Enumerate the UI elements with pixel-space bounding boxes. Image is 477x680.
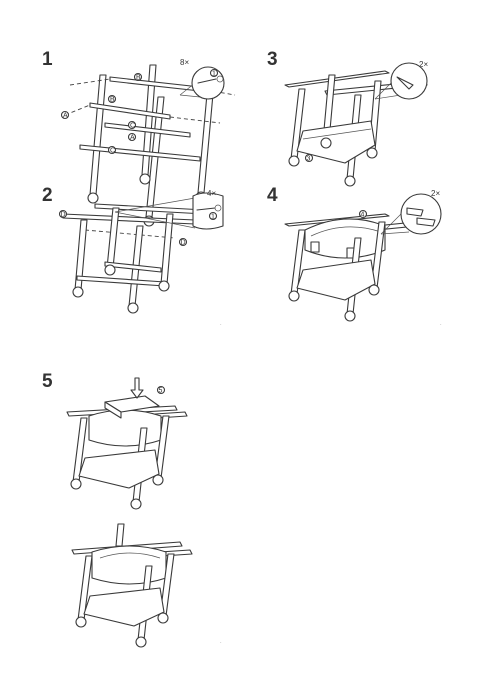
step-2-quantity: 4× (207, 189, 216, 198)
wheel-icon (72, 286, 84, 298)
detail-callout-icon (191, 66, 225, 100)
wheel-icon (104, 264, 116, 276)
final-assembly-illustration (70, 520, 200, 648)
svg-text:D: D (181, 240, 186, 247)
rail-c (104, 122, 191, 138)
wheel-icon (135, 636, 147, 648)
screw-tag: 1 (212, 71, 216, 78)
leg-front-left (89, 74, 107, 196)
bassinet (88, 409, 162, 447)
step-4-number: 4 (267, 185, 278, 206)
wheel-icon (158, 280, 170, 292)
step-4-quantity: 2× (431, 189, 440, 198)
screw-icon (197, 78, 217, 84)
wheel-icon (344, 310, 356, 322)
detail-callout-icon (390, 62, 428, 100)
step-5-drawing: 5 (66, 377, 188, 510)
leg-back-right (197, 82, 215, 194)
wheel-icon (368, 284, 380, 296)
rail-middle (89, 102, 171, 120)
wheel-icon (127, 302, 139, 314)
wheel-icon (139, 173, 151, 185)
bassinet (91, 545, 167, 585)
arrow-down-icon (130, 377, 144, 399)
step-2-number: 2 (42, 185, 53, 206)
step-1-drawing: B B A C A C 8× 1 (60, 58, 236, 227)
wheel-icon (288, 290, 300, 302)
svg-text:A: A (130, 135, 135, 142)
screw-tag: 1 (211, 214, 215, 221)
detail-callout-icon (192, 192, 224, 230)
step-1-number: 1 (42, 49, 53, 70)
wheel-icon (130, 498, 142, 510)
canopy-post (115, 523, 125, 547)
final-assembly-drawing (71, 523, 193, 648)
step-2-drawing: D D 4× 1 (58, 189, 224, 314)
wheel-icon (288, 155, 300, 167)
bottom-tray (83, 587, 165, 627)
svg-text:B: B (110, 97, 115, 104)
page-mark: · (440, 322, 442, 328)
page-mark: · (220, 322, 222, 328)
step-2-illustration: D D 4× 1 (55, 189, 235, 315)
wheel-icon (152, 474, 164, 486)
part-tag-a: A (63, 113, 68, 120)
step-1-quantity: 8× (180, 58, 189, 67)
svg-text:C: C (110, 148, 115, 155)
part-tag-c: C (130, 123, 135, 130)
wheel-icon (87, 192, 99, 204)
step-1-illustration: B B A C A C 8× 1 (50, 55, 240, 227)
top-rail-back (94, 203, 206, 215)
part-tag-4: 4 (361, 212, 365, 219)
wheel-icon (75, 616, 87, 628)
step-3-illustration: 3 2× (284, 55, 445, 187)
step-5-number: 5 (42, 371, 53, 392)
bottom-tray (78, 449, 160, 489)
wheel-icon (344, 175, 356, 187)
step-3-quantity: 2× (419, 60, 428, 69)
page-mark: · (220, 640, 222, 646)
part-tag-b: B (136, 75, 141, 82)
step-3-number: 3 (267, 49, 278, 70)
bottom-tray (296, 259, 376, 301)
wheel-icon (366, 147, 378, 159)
part-tag-5: 5 (159, 388, 163, 395)
arrow-icon (396, 76, 414, 90)
clip-left (310, 241, 320, 253)
wheel-icon (320, 137, 332, 149)
wheel-icon (157, 612, 169, 624)
screw-icon (196, 207, 216, 211)
step-4-illustration: 4 2× (284, 189, 455, 322)
part-tag-d: D (61, 212, 66, 219)
step-4-drawing: 4 2× (284, 189, 442, 322)
bassinet (304, 218, 386, 259)
step-3-drawing: 3 2× (284, 60, 428, 187)
part-tag-3: 3 (307, 156, 311, 163)
step-5-illustration: 5 (65, 377, 205, 510)
wheel-icon (70, 478, 82, 490)
